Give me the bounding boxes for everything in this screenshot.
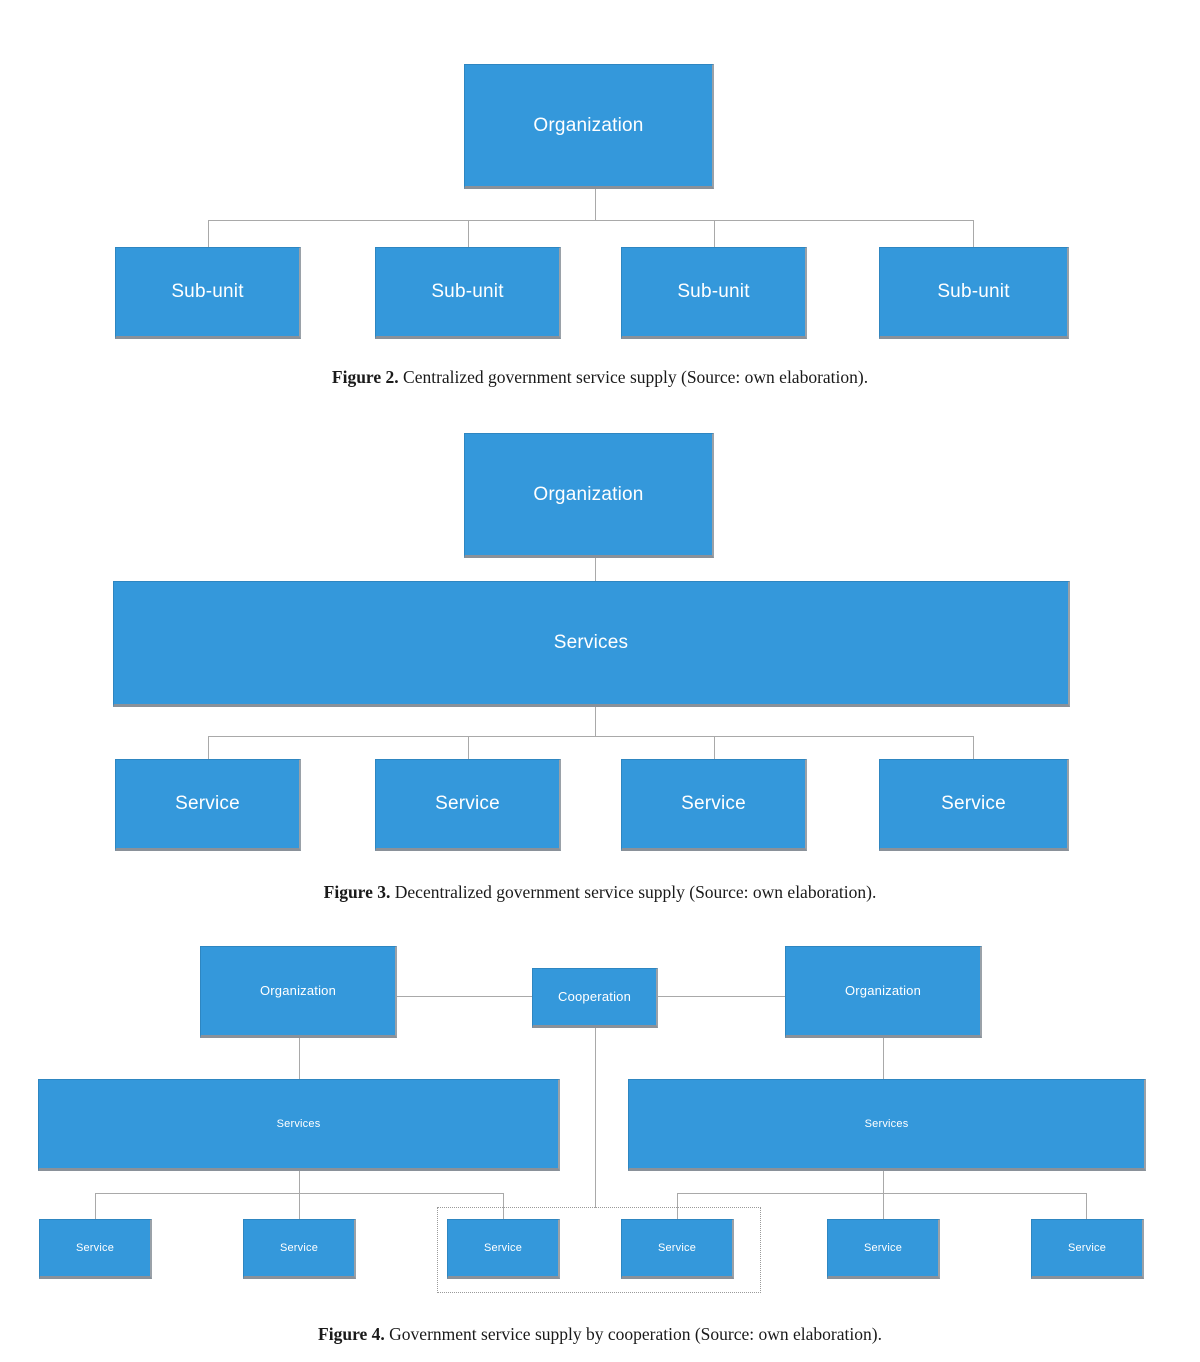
connector-drop-1: [208, 736, 209, 760]
node-organization-right[interactable]: Organization: [785, 946, 982, 1038]
connector-left-drop-1: [95, 1193, 96, 1219]
node-service-4[interactable]: Service: [879, 759, 1069, 851]
node-label: Service: [681, 793, 746, 815]
node-label: Service: [435, 793, 500, 815]
node-sub-unit-1[interactable]: Sub-unit: [115, 247, 301, 339]
connector-services-stem: [595, 707, 596, 737]
connector-right-drop-3: [1086, 1193, 1087, 1219]
node-service-r1[interactable]: Service: [621, 1219, 734, 1279]
figure-3-caption: Figure 3. Decentralized government servi…: [0, 882, 1200, 903]
node-label: Service: [483, 1241, 523, 1254]
node-label: Services: [276, 1117, 321, 1130]
node-service-r2[interactable]: Service: [827, 1219, 940, 1279]
connector-drop-2: [468, 220, 469, 249]
connector-drop-4: [973, 736, 974, 760]
connector-right-drop-1: [677, 1193, 678, 1219]
figure-2-caption-text: Centralized government service supply (S…: [398, 367, 869, 387]
node-label: Service: [657, 1241, 697, 1254]
connector-right-drop-2: [883, 1193, 884, 1219]
node-label: Service: [1067, 1241, 1107, 1254]
node-services-band[interactable]: Services: [113, 581, 1070, 707]
node-label: Cooperation: [557, 988, 632, 1004]
node-sub-unit-3[interactable]: Sub-unit: [621, 247, 807, 339]
node-organization-left[interactable]: Organization: [200, 946, 397, 1038]
node-service-l3[interactable]: Service: [447, 1219, 560, 1279]
connector-services-left-stem: [299, 1171, 300, 1194]
node-label: Organization: [533, 483, 644, 505]
node-label: Sub-unit: [171, 281, 244, 303]
node-label: Sub-unit: [937, 281, 1010, 303]
node-label: Service: [175, 793, 240, 815]
node-label: Service: [75, 1241, 115, 1254]
connector-bus: [208, 220, 974, 221]
figure-2-caption-label: Figure 2.: [331, 367, 399, 387]
node-label: Sub-unit: [677, 281, 750, 303]
connector-cooperation-stem: [595, 1028, 596, 1208]
node-service-2[interactable]: Service: [375, 759, 561, 851]
node-sub-unit-4[interactable]: Sub-unit: [879, 247, 1069, 339]
node-sub-unit-2[interactable]: Sub-unit: [375, 247, 561, 339]
figure-3-caption-text: Decentralized government service supply …: [390, 882, 877, 902]
node-organization-root[interactable]: Organization: [464, 433, 714, 558]
node-label: Services: [864, 1117, 909, 1130]
connector-drop-3: [714, 736, 715, 760]
node-service-l1[interactable]: Service: [39, 1219, 152, 1279]
node-service-l2[interactable]: Service: [243, 1219, 356, 1279]
connector-drop-3: [714, 220, 715, 249]
node-label: Organization: [259, 982, 337, 998]
node-label: Organization: [533, 114, 644, 136]
connector-bus: [208, 736, 974, 737]
node-label: Service: [863, 1241, 903, 1254]
connector-right-bus: [677, 1193, 1086, 1194]
node-label: Services: [553, 632, 629, 654]
node-label: Service: [279, 1241, 319, 1254]
node-service-3[interactable]: Service: [621, 759, 807, 851]
figure-4-caption-label: Figure 4.: [318, 1324, 385, 1344]
connector-root-stem: [595, 558, 596, 582]
node-cooperation[interactable]: Cooperation: [532, 968, 658, 1028]
figure-4-caption-text: Government service supply by cooperation…: [384, 1324, 882, 1344]
connector-left-org-to-cooperation: [397, 996, 532, 997]
node-service-r3[interactable]: Service: [1031, 1219, 1144, 1279]
node-services-left[interactable]: Services: [38, 1079, 560, 1171]
connector-left-drop-2: [299, 1193, 300, 1219]
connector-root-stem: [595, 189, 596, 221]
connector-services-right-stem: [883, 1171, 884, 1194]
figure-4-caption: Figure 4. Government service supply by c…: [0, 1324, 1200, 1345]
node-service-1[interactable]: Service: [115, 759, 301, 851]
connector-cooperation-to-right-org: [658, 996, 785, 997]
connector-left-drop-3: [503, 1193, 504, 1219]
connector-right-org-stem: [883, 1038, 884, 1079]
node-services-right[interactable]: Services: [628, 1079, 1146, 1171]
node-organization-root[interactable]: Organization: [464, 64, 714, 189]
connector-drop-4: [973, 220, 974, 249]
connector-drop-1: [208, 220, 209, 249]
node-label: Organization: [844, 982, 922, 998]
node-label: Sub-unit: [431, 281, 504, 303]
figure-3-caption-label: Figure 3.: [323, 882, 391, 902]
node-label: Service: [941, 793, 1006, 815]
connector-left-org-stem: [299, 1038, 300, 1079]
shared-services-group-outline: [437, 1207, 761, 1293]
connector-drop-2: [468, 736, 469, 760]
figure-2-caption: Figure 2. Centralized government service…: [0, 367, 1200, 388]
